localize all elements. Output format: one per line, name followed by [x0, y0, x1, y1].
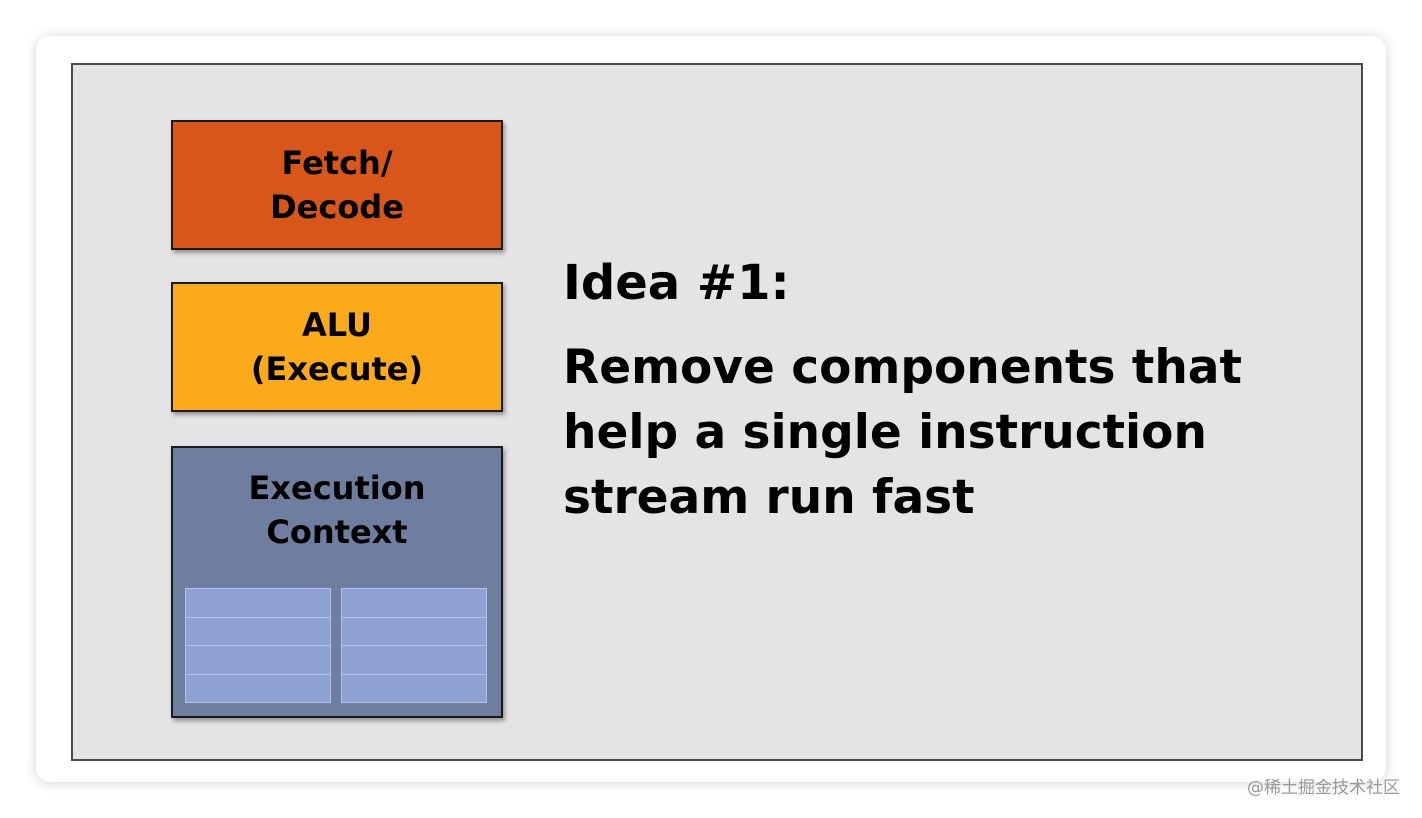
- fetch-decode-label-line1: Fetch/: [281, 144, 393, 182]
- register-bank-right: [341, 588, 487, 703]
- register-cell: [342, 617, 486, 646]
- execution-context-block: Execution Context: [171, 446, 503, 718]
- register-cell: [186, 617, 330, 646]
- alu-block: ALU (Execute): [171, 282, 503, 412]
- idea-title: Idea #1:: [563, 255, 790, 311]
- alu-label-line1: ALU: [302, 306, 372, 344]
- fetch-decode-label-line2: Decode: [270, 188, 404, 226]
- fetch-decode-block: Fetch/ Decode: [171, 120, 503, 250]
- execution-context-label-line1: Execution: [248, 469, 426, 507]
- idea-line-1: Remove components that: [563, 340, 1242, 395]
- register-cell: [186, 589, 330, 618]
- register-cell: [186, 674, 330, 702]
- register-bank-left: [185, 588, 331, 703]
- idea-line-3: stream run fast: [563, 470, 975, 525]
- slide-canvas: Fetch/ Decode ALU (Execute) Execution Co…: [71, 63, 1363, 761]
- watermark: @稀土掘金技术社区: [1247, 778, 1400, 798]
- execution-context-label-line2: Context: [266, 513, 408, 551]
- register-cell: [342, 674, 486, 702]
- idea-line-2: help a single instruction: [563, 405, 1207, 460]
- register-cell: [342, 589, 486, 618]
- idea-description: Remove components that help a single ins…: [563, 335, 1242, 530]
- alu-label-line2: (Execute): [250, 350, 424, 388]
- register-cell: [342, 646, 486, 675]
- register-cell: [186, 646, 330, 675]
